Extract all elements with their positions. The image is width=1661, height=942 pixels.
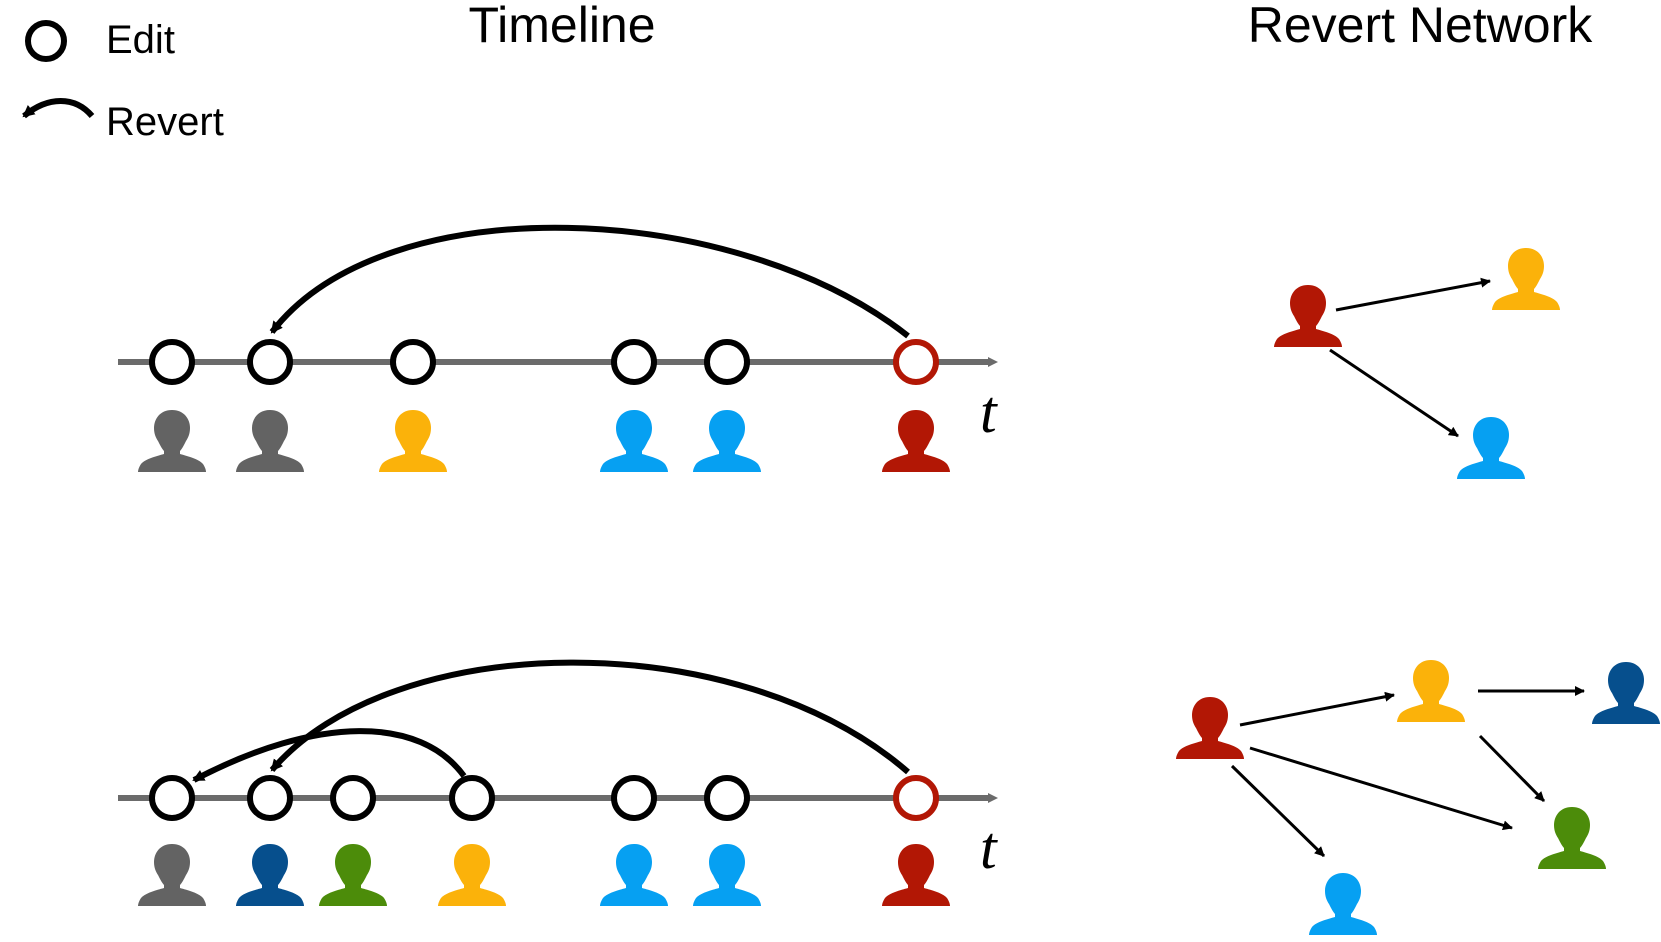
user-icon <box>138 844 206 906</box>
reverting-edit-node <box>893 339 939 385</box>
user-icon <box>693 410 761 472</box>
legend: Edit Revert <box>22 18 224 144</box>
user-icon <box>600 410 668 472</box>
edit-node <box>149 339 195 385</box>
timeline-top: t <box>118 224 998 472</box>
edit-node <box>704 775 750 821</box>
network-edge <box>1335 277 1491 312</box>
user-icon <box>379 410 447 472</box>
edit-node <box>247 775 293 821</box>
timeline-heading: Timeline <box>468 0 655 53</box>
network-heading: Revert Network <box>1248 0 1594 53</box>
user-icon <box>1274 285 1342 347</box>
network-edge <box>1329 348 1459 438</box>
revert-arrow <box>269 659 910 775</box>
revert-arrow <box>269 224 910 339</box>
edit-legend-icon <box>25 20 67 62</box>
revert-arrow <box>192 728 467 783</box>
edit-node <box>611 775 657 821</box>
time-axis-label: t <box>980 379 998 445</box>
network-edge <box>1478 734 1546 803</box>
network-edge <box>1239 691 1395 727</box>
user-icon <box>319 844 387 906</box>
time-axis-label: t <box>980 815 998 881</box>
reverting-edit-node <box>893 775 939 821</box>
user-icon <box>1457 417 1525 479</box>
user-icon <box>236 410 304 472</box>
revert-network-bottom <box>1176 660 1660 935</box>
user-icon <box>693 844 761 906</box>
user-icon <box>1538 807 1606 869</box>
user-icon <box>438 844 506 906</box>
revert-legend-icon <box>22 98 95 119</box>
edit-legend-label: Edit <box>106 18 175 62</box>
user-icon <box>882 844 950 906</box>
revert-network-top <box>1274 248 1560 479</box>
user-icon <box>1592 662 1660 724</box>
edit-node <box>149 775 195 821</box>
network-edge <box>1230 764 1326 858</box>
user-icon <box>1397 660 1465 722</box>
user-icon <box>1309 873 1377 935</box>
edit-node <box>390 339 436 385</box>
edit-node <box>611 339 657 385</box>
network-edge <box>1249 746 1513 831</box>
user-icon <box>1492 248 1560 310</box>
edit-node <box>704 339 750 385</box>
user-icon <box>236 844 304 906</box>
edit-node <box>449 775 495 821</box>
revert-legend-label: Revert <box>106 100 224 144</box>
edit-node <box>330 775 376 821</box>
user-icon <box>882 410 950 472</box>
user-icon <box>600 844 668 906</box>
user-icon <box>138 410 206 472</box>
user-icon <box>1176 697 1244 759</box>
timeline-bottom: t <box>118 659 998 906</box>
edit-node <box>247 339 293 385</box>
